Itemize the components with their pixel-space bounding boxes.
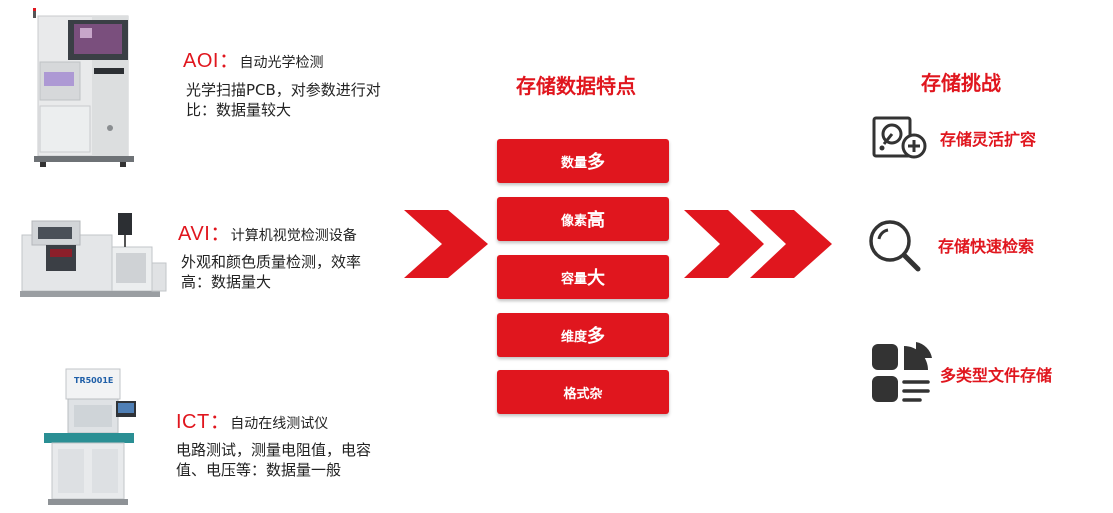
challenges-title: 存储挑战 <box>921 71 1001 95</box>
equipment-title-ict: ICT：自动在线测试仪 <box>176 411 329 433</box>
avi-machine-icon <box>18 207 168 303</box>
chevron-right-icon <box>404 210 488 278</box>
feature-item: 容量大 <box>497 255 669 299</box>
equipment-title-avi: AVI：计算机视觉检测设备 <box>178 223 357 245</box>
feature-item: 数量多 <box>497 139 669 183</box>
equipment-code: AVI <box>178 223 211 245</box>
equipment-desc-ict: 电路测试，测量电阻值，电容值、电压等：数据量一般 <box>176 441 372 479</box>
equipment-name: 计算机视觉检测设备 <box>230 228 357 244</box>
feature-item: 格式杂 <box>497 370 669 414</box>
challenge-item: 存储灵活扩容 <box>870 114 1036 162</box>
disk-expand-icon <box>872 116 927 159</box>
feature-item: 像素高 <box>497 197 669 241</box>
feature-item: 维度多 <box>497 313 669 357</box>
equipment-code: ICT <box>176 411 210 433</box>
machine-label: TR5001E <box>74 376 113 385</box>
file-types-icon <box>872 342 932 402</box>
double-chevron-right-icon <box>684 210 832 278</box>
search-icon <box>869 220 921 272</box>
equipment-name: 自动光学检测 <box>239 55 324 71</box>
equipment-desc-avi: 外观和颜色质量检测，效率高：数据量大 <box>181 253 362 291</box>
features-title: 存储数据特点 <box>516 74 636 98</box>
equipment-desc-aoi: 光学扫描PCB，对参数进行对比：数据量较大 <box>186 81 381 119</box>
challenge-item: 存储快速检索 <box>866 217 1034 273</box>
challenge-item: 多类型文件存储 <box>870 342 1052 406</box>
challenge-label: 多类型文件存储 <box>940 366 1053 385</box>
ict-machine-icon: TR5001E <box>38 367 138 509</box>
equipment-name: 自动在线测试仪 <box>230 416 329 432</box>
challenge-label: 存储快速检索 <box>938 237 1035 256</box>
aoi-machine-icon <box>30 8 140 168</box>
challenge-label: 存储灵活扩容 <box>940 130 1037 149</box>
equipment-code: AOI <box>183 50 219 72</box>
equipment-title-aoi: AOI：自动光学检测 <box>183 50 324 72</box>
